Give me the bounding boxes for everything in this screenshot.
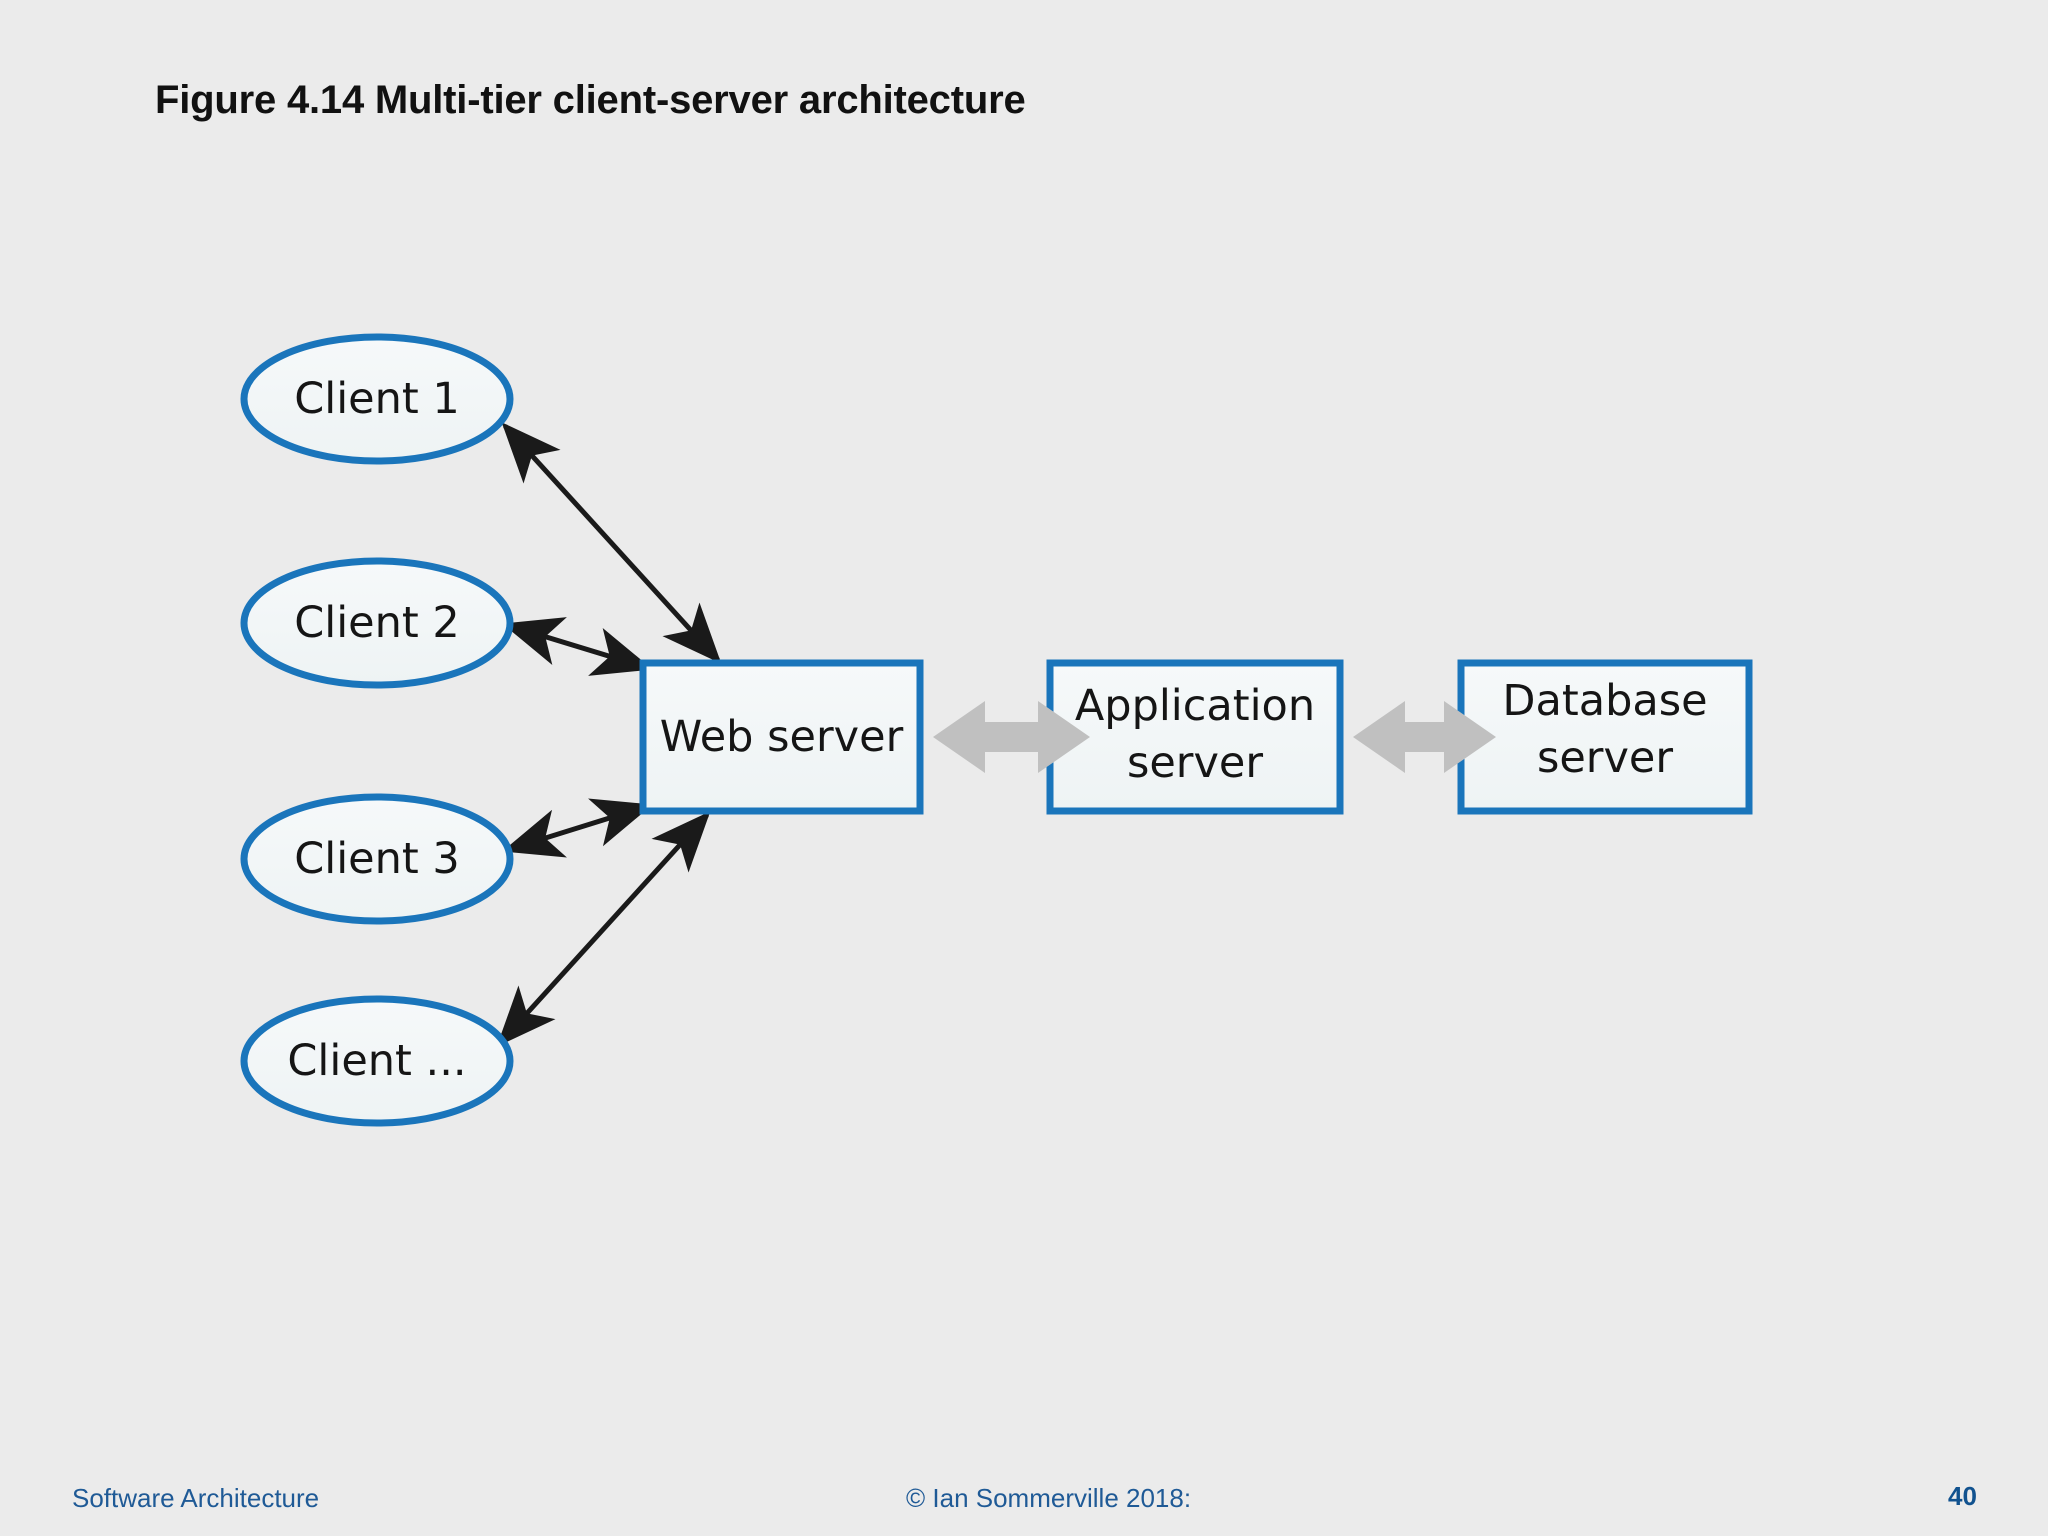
block-arrows: [933, 701, 1496, 773]
block-arrow-application-to-database: [1353, 701, 1496, 773]
connector-client-3-web-server: [502, 798, 653, 858]
client-nodes: [240, 333, 514, 1127]
node-web-server[interactable]: [639, 659, 924, 815]
connector-client-1-web-server: [501, 422, 722, 664]
page-title: Figure 4.14 Multi-tier client-server arc…: [155, 78, 1026, 122]
client-connectors: [496, 422, 722, 1047]
node-client-1[interactable]: [240, 333, 514, 465]
block-arrow-web-to-application: [933, 701, 1090, 773]
footer-left-text: Software Architecture: [72, 1483, 320, 1513]
connector-client-2-web-server: [502, 617, 653, 676]
node-client-more[interactable]: [240, 995, 514, 1127]
server-nodes: [639, 659, 1753, 815]
footer-copyright-text: © Ian Sommerville 2018:: [906, 1483, 1192, 1513]
footer-page-number: 40: [1948, 1481, 1977, 1511]
node-application-server[interactable]: [1046, 659, 1344, 815]
node-client-3[interactable]: [240, 793, 514, 925]
node-database-server[interactable]: [1457, 659, 1753, 815]
node-client-2[interactable]: [240, 557, 514, 689]
connector-client-more-web-server: [496, 811, 711, 1047]
